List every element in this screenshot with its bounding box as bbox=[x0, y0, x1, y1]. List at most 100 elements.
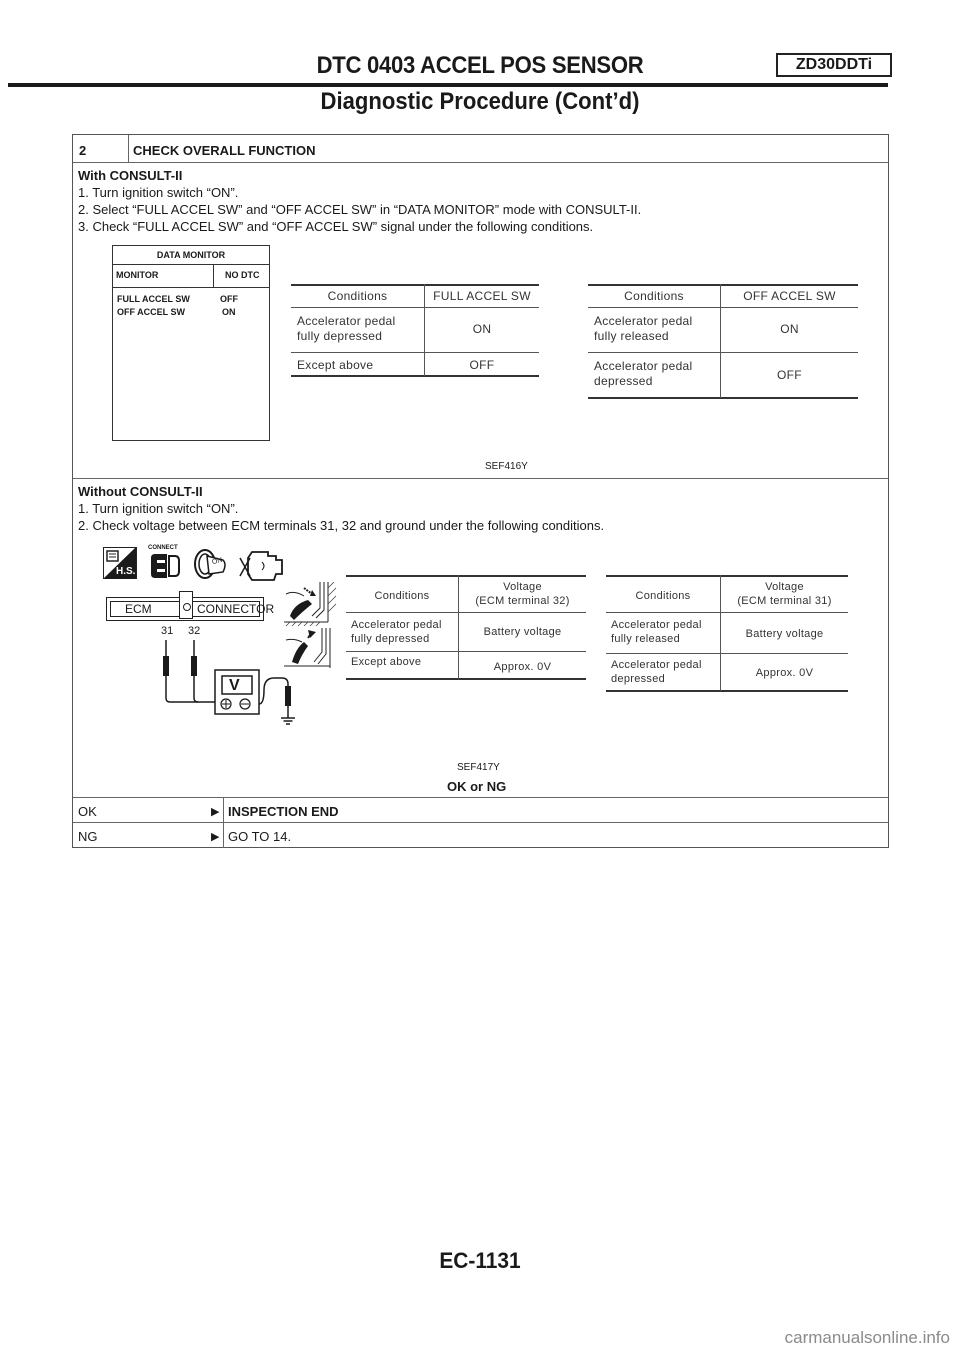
with-consult-step-2: 2. Select “FULL ACCEL SW” and “OFF ACCEL… bbox=[78, 202, 642, 217]
table-cell-value: Battery voltage bbox=[745, 628, 824, 640]
result-ng-arrow-icon: ▶ bbox=[211, 831, 220, 843]
table-header-terminal: (ECM terminal 31) bbox=[737, 595, 832, 607]
hs-label: H.S. bbox=[116, 566, 136, 577]
table-cell-condition: fully released bbox=[611, 633, 681, 645]
table-cell-condition: Accelerator pedal bbox=[351, 619, 442, 631]
terminal-31-label: 31 bbox=[161, 625, 174, 637]
dm-col-divider bbox=[213, 264, 214, 287]
table-cell-condition: Except above bbox=[351, 656, 422, 668]
latch-hole-icon bbox=[183, 603, 191, 611]
table-cell-condition: Accelerator pedal bbox=[611, 619, 702, 631]
dm-row-full-accel-item: FULL ACCEL SW bbox=[117, 294, 190, 304]
page-title: DTC 0403 ACCEL POS SENSOR bbox=[38, 52, 921, 80]
engine-off-icon bbox=[238, 548, 286, 589]
table-cell-value: OFF bbox=[469, 358, 495, 372]
step-header-divider bbox=[73, 162, 888, 163]
table-cell-value: Approx. 0V bbox=[493, 661, 552, 673]
result-ok-label: OK bbox=[78, 804, 97, 819]
result-ok-arrow-icon: ▶ bbox=[211, 806, 220, 818]
step-title: CHECK OVERALL FUNCTION bbox=[133, 143, 316, 158]
table-header-full-accel: FULL ACCEL SW bbox=[433, 289, 531, 303]
figure-code-sef416y: SEF416Y bbox=[485, 461, 528, 472]
table-header-voltage: Voltage bbox=[765, 581, 804, 593]
table-rule bbox=[346, 678, 586, 680]
results-column-divider bbox=[223, 797, 224, 848]
table-cell-value: Approx. 0V bbox=[755, 667, 814, 679]
step-number-divider bbox=[128, 135, 129, 162]
table-cell-condition: Accelerator pedal bbox=[594, 359, 693, 373]
table-cell-condition: depressed bbox=[594, 374, 653, 388]
table-header-conditions: Conditions bbox=[374, 590, 430, 602]
voltmeter-wiring-icon bbox=[163, 640, 295, 725]
table-rule bbox=[606, 653, 848, 654]
table-rule bbox=[606, 612, 848, 613]
terminal-32-voltage-table: Conditions Voltage (ECM terminal 32) Acc… bbox=[346, 575, 586, 681]
page-number: EC-1131 bbox=[439, 1248, 521, 1273]
terminal-32-label: 32 bbox=[188, 625, 201, 637]
voltmeter-label: V bbox=[229, 677, 240, 694]
watermark: carmanualsonline.info bbox=[784, 1328, 950, 1347]
table-rule bbox=[346, 612, 586, 613]
table-cell-condition: Except above bbox=[297, 358, 374, 372]
table-cell-value: ON bbox=[780, 322, 799, 336]
table-cell-condition: fully depressed bbox=[297, 329, 383, 343]
with-consult-heading: With CONSULT-II bbox=[78, 168, 183, 183]
table-header-conditions: Conditions bbox=[624, 289, 684, 303]
with-consult-step-3: 3. Check “FULL ACCEL SW” and “OFF ACCEL … bbox=[78, 219, 594, 234]
table-rule bbox=[606, 690, 848, 692]
off-accel-sw-table: Conditions OFF ACCEL SW Accelerator peda… bbox=[588, 284, 858, 402]
table-cell-condition: depressed bbox=[611, 673, 666, 685]
table-rule bbox=[291, 284, 539, 286]
dm-col-nodtc: NO DTC bbox=[225, 270, 260, 280]
table-cell-condition: Accelerator pedal bbox=[297, 314, 396, 328]
table-header-conditions: Conditions bbox=[635, 590, 691, 602]
page-subtitle: Diagnostic Procedure (Cont’d) bbox=[320, 88, 640, 115]
table-cell-value: Battery voltage bbox=[483, 626, 562, 638]
table-header-off-accel: OFF ACCEL SW bbox=[743, 289, 836, 303]
table-rule bbox=[346, 575, 586, 577]
table-rule bbox=[346, 651, 586, 652]
table-rule bbox=[291, 307, 539, 308]
data-monitor-screen: DATA MONITOR MONITOR NO DTC FULL ACCEL S… bbox=[112, 245, 270, 441]
dm-row-full-accel-value: OFF bbox=[220, 294, 238, 304]
results-mid-divider bbox=[73, 822, 888, 823]
procedure-step-box: 2 CHECK OVERALL FUNCTION With CONSULT-II… bbox=[72, 134, 889, 848]
table-rule bbox=[291, 375, 539, 377]
result-ng-action: GO TO 14. bbox=[228, 829, 292, 844]
dm-row-off-accel-value: ON bbox=[222, 307, 236, 317]
result-ok-action: INSPECTION END bbox=[228, 804, 339, 819]
table-header-terminal: (ECM terminal 32) bbox=[475, 595, 570, 607]
table-cell-condition: Accelerator pedal bbox=[611, 659, 702, 671]
harness-connector-icon: H.S. bbox=[103, 547, 137, 579]
connector-label: CONNECTOR bbox=[197, 602, 275, 616]
table-rule bbox=[291, 352, 539, 353]
table-cell-value: OFF bbox=[777, 368, 802, 382]
step-number: 2 bbox=[79, 143, 87, 158]
results-top-divider bbox=[73, 797, 888, 798]
ecm-label: ECM bbox=[125, 602, 152, 616]
table-rule bbox=[588, 397, 858, 399]
table-cell-condition: Accelerator pedal bbox=[594, 314, 693, 328]
ignition-on-icon: ON bbox=[193, 546, 229, 587]
figure-code-sef417y: SEF417Y bbox=[457, 762, 500, 773]
dm-row-off-accel-item: OFF ACCEL SW bbox=[117, 307, 185, 317]
table-cell-condition: fully depressed bbox=[351, 633, 430, 645]
table-cell-value: ON bbox=[472, 322, 492, 336]
table-column-divider bbox=[720, 575, 721, 691]
page-title-text: DTC 0403 ACCEL POS SENSOR bbox=[316, 52, 644, 79]
section-divider bbox=[73, 478, 888, 479]
table-rule bbox=[588, 284, 858, 286]
table-column-divider bbox=[458, 575, 459, 679]
table-rule bbox=[588, 307, 858, 308]
result-ng-label: NG bbox=[78, 829, 98, 844]
data-monitor-title: DATA MONITOR bbox=[156, 250, 226, 260]
connect-label: CONNECT bbox=[148, 545, 178, 551]
table-rule bbox=[588, 352, 858, 353]
without-consult-step-1: 1. Turn ignition switch “ON”. bbox=[78, 501, 239, 516]
ecm-connector: ECM CONNECTOR bbox=[106, 591, 274, 621]
dm-col-monitor: MONITOR bbox=[116, 270, 159, 280]
table-cell-condition: fully released bbox=[594, 329, 669, 343]
dm-divider-1 bbox=[113, 264, 269, 265]
header-rule bbox=[8, 83, 888, 87]
without-consult-step-2: 2. Check voltage between ECM terminals 3… bbox=[78, 518, 605, 533]
